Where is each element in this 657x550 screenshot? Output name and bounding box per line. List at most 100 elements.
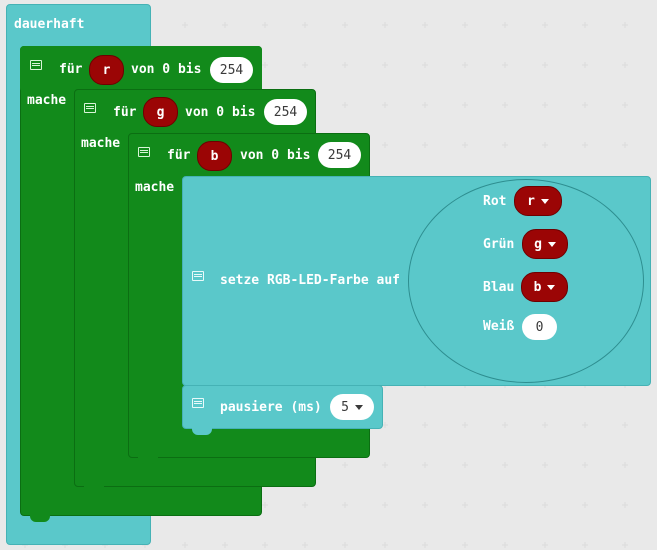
grid-mark xyxy=(542,502,548,508)
variable-b-text: b xyxy=(210,148,219,164)
grid-mark xyxy=(502,502,508,508)
grid-mark xyxy=(342,542,348,548)
block-notch xyxy=(192,428,212,435)
grid-mark xyxy=(302,62,308,68)
param-blue-value: b xyxy=(533,279,542,295)
variable-g-pill[interactable]: g xyxy=(143,97,178,127)
grid-mark xyxy=(462,422,468,428)
param-white-value: 0 xyxy=(535,319,544,335)
grid-mark xyxy=(462,142,468,148)
grid-mark xyxy=(542,22,548,28)
grid-mark xyxy=(622,62,628,68)
grid-mark xyxy=(622,22,628,28)
grid-mark xyxy=(422,62,428,68)
grid-mark xyxy=(222,22,228,28)
grid-mark xyxy=(462,462,468,468)
comment-icon[interactable] xyxy=(138,147,150,157)
comment-icon[interactable] xyxy=(192,398,204,408)
grid-mark xyxy=(582,142,588,148)
grid-mark xyxy=(342,62,348,68)
variable-b-pill[interactable]: b xyxy=(197,141,232,171)
grid-mark xyxy=(542,62,548,68)
grid-mark xyxy=(302,542,308,548)
forever-label: dauerhaft xyxy=(14,17,85,32)
param-red-value: r xyxy=(527,193,535,209)
grid-mark xyxy=(422,462,428,468)
grid-mark xyxy=(462,62,468,68)
grid-mark xyxy=(422,102,428,108)
to-value-input[interactable]: 254 xyxy=(264,99,307,125)
variable-r-pill[interactable]: r xyxy=(89,55,124,85)
param-blue-label: Blau xyxy=(483,280,515,295)
grid-mark xyxy=(422,502,428,508)
grid-mark xyxy=(222,542,228,548)
pause-value-text: 5 xyxy=(341,399,349,415)
grid-mark xyxy=(542,142,548,148)
comment-icon[interactable] xyxy=(192,271,204,281)
for-label: für xyxy=(59,62,83,77)
grid-mark xyxy=(342,462,348,468)
param-red-dropdown[interactable]: r xyxy=(514,186,562,216)
from-label: von 0 bis xyxy=(240,148,311,163)
grid-mark xyxy=(622,542,628,548)
set-rgb-label: setze RGB-LED-Farbe auf xyxy=(220,273,401,288)
grid-mark xyxy=(502,422,508,428)
grid-mark xyxy=(502,542,508,548)
grid-mark xyxy=(462,542,468,548)
grid-mark xyxy=(182,22,188,28)
grid-mark xyxy=(502,22,508,28)
block-notch xyxy=(138,457,158,464)
to-value-input[interactable]: 254 xyxy=(210,57,253,83)
variable-g-text: g xyxy=(156,104,165,120)
block-notch xyxy=(30,515,50,522)
for-label: für xyxy=(113,105,137,120)
from-label: von 0 bis xyxy=(185,105,256,120)
from-label: von 0 bis xyxy=(131,62,202,77)
grid-mark xyxy=(582,422,588,428)
grid-mark xyxy=(622,142,628,148)
do-label: mache xyxy=(81,136,121,151)
grid-mark xyxy=(622,422,628,428)
param-green-value: g xyxy=(534,236,542,252)
grid-mark xyxy=(382,102,388,108)
comment-icon[interactable] xyxy=(84,103,96,113)
param-green-label: Grün xyxy=(483,237,515,252)
grid-mark xyxy=(182,542,188,548)
grid-mark xyxy=(422,542,428,548)
grid-mark xyxy=(582,502,588,508)
pause-label: pausiere (ms) xyxy=(220,400,322,415)
param-green-dropdown[interactable]: g xyxy=(522,229,568,259)
pause-value-dropdown[interactable]: 5 xyxy=(330,394,374,420)
param-red-label: Rot xyxy=(483,194,507,209)
grid-mark xyxy=(342,502,348,508)
for-label: für xyxy=(167,148,191,163)
grid-mark xyxy=(622,102,628,108)
grid-mark xyxy=(542,462,548,468)
grid-mark xyxy=(382,62,388,68)
to-value-input[interactable]: 254 xyxy=(318,142,361,168)
do-label: mache xyxy=(135,180,175,195)
grid-mark xyxy=(382,542,388,548)
grid-mark xyxy=(422,22,428,28)
chevron-down-icon xyxy=(547,284,556,290)
grid-mark xyxy=(542,542,548,548)
grid-mark xyxy=(262,62,268,68)
grid-mark xyxy=(462,22,468,28)
grid-mark xyxy=(262,542,268,548)
grid-mark xyxy=(262,22,268,28)
to-value-text: 254 xyxy=(327,147,352,163)
grid-mark xyxy=(582,22,588,28)
comment-icon[interactable] xyxy=(30,60,42,70)
grid-mark xyxy=(302,502,308,508)
grid-mark xyxy=(422,422,428,428)
grid-mark xyxy=(422,142,428,148)
chevron-down-icon xyxy=(540,198,549,204)
param-white-label: Weiß xyxy=(483,319,515,334)
param-white-input[interactable]: 0 xyxy=(522,314,557,340)
grid-mark xyxy=(382,502,388,508)
grid-mark xyxy=(502,462,508,468)
grid-mark xyxy=(342,22,348,28)
param-blue-dropdown[interactable]: b xyxy=(521,272,568,302)
grid-mark xyxy=(542,422,548,428)
variable-r-text: r xyxy=(102,62,111,78)
